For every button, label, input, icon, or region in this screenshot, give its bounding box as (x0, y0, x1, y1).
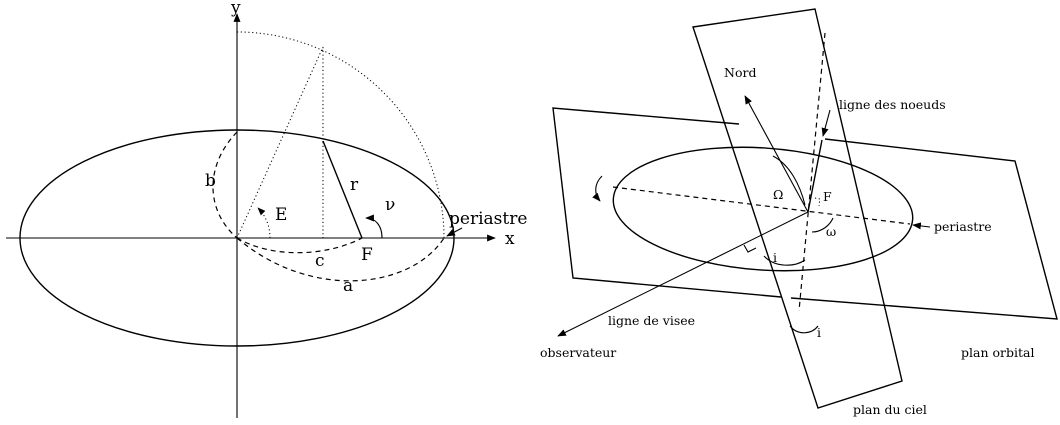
eccentric-anomaly-arc (257, 207, 271, 239)
orbit-ellipse-projected (612, 146, 914, 272)
observer-label: observateur (540, 345, 616, 360)
orbital-plane-right (790, 138, 1058, 320)
focus-label: F (361, 245, 373, 265)
node-pointer (821, 109, 831, 137)
eccentric-anomaly-label: E (275, 205, 287, 225)
node-line (798, 32, 826, 312)
inclination-arc-1 (763, 255, 806, 266)
y-axis-label: y (230, 0, 241, 18)
arg-periastron-label: ω (826, 224, 836, 239)
inclination-arc-2 (789, 325, 819, 334)
semi-major-label: a (343, 276, 353, 296)
argument-periastron-arc (811, 217, 834, 233)
inclination-label-1: i (773, 250, 777, 265)
periastron-arrow (446, 227, 463, 237)
long-node-label: Ω (773, 187, 783, 202)
orbital-plane-label: plan orbital (961, 345, 1034, 360)
line-of-sight-label: ligne de visee (608, 313, 695, 328)
eccentric-radius-line (236, 46, 324, 239)
true-anomaly-label: ν (385, 195, 395, 215)
periastron-pointer (912, 222, 931, 230)
node-line-solid (807, 139, 823, 213)
radius-vector (322, 140, 363, 239)
rotation-arrow (592, 175, 603, 202)
orbital-plane (552, 107, 782, 298)
semi-minor-arc (212, 131, 238, 239)
right-angle-mark-focus (814, 197, 821, 207)
north-label: Nord (724, 65, 756, 80)
true-anomaly-arc (365, 214, 383, 239)
semi-minor-label: b (205, 171, 216, 191)
sky-plane (692, 8, 903, 409)
auxiliary-circle (236, 31, 445, 239)
major-axis-line (612, 186, 911, 225)
periastron-label: periastre (449, 209, 527, 229)
left-diagram: y x b E r ν periastre c F a (6, 0, 527, 418)
sky-plane-label: plan du ciel (853, 402, 927, 417)
line-of-sight (557, 211, 809, 337)
semi-major-arc (236, 237, 445, 282)
periastron-label-right: periastre (934, 219, 992, 234)
focal-distance-arc (236, 237, 363, 254)
radius-label: r (350, 175, 359, 195)
focal-distance-label: c (315, 251, 325, 271)
north-arrow (744, 95, 809, 213)
right-diagram: Nord ligne des noeuds Ω F ω periastre i … (540, 8, 1058, 417)
x-axis-label: x (505, 229, 515, 249)
orbit-ellipse (19, 129, 455, 347)
focus-label-right: F (823, 189, 832, 204)
right-angle-mark-sight (743, 244, 757, 253)
omega-node-arc (772, 155, 806, 206)
node-line-label: ligne des noeuds (839, 97, 946, 112)
inclination-label-2: i (817, 325, 821, 340)
